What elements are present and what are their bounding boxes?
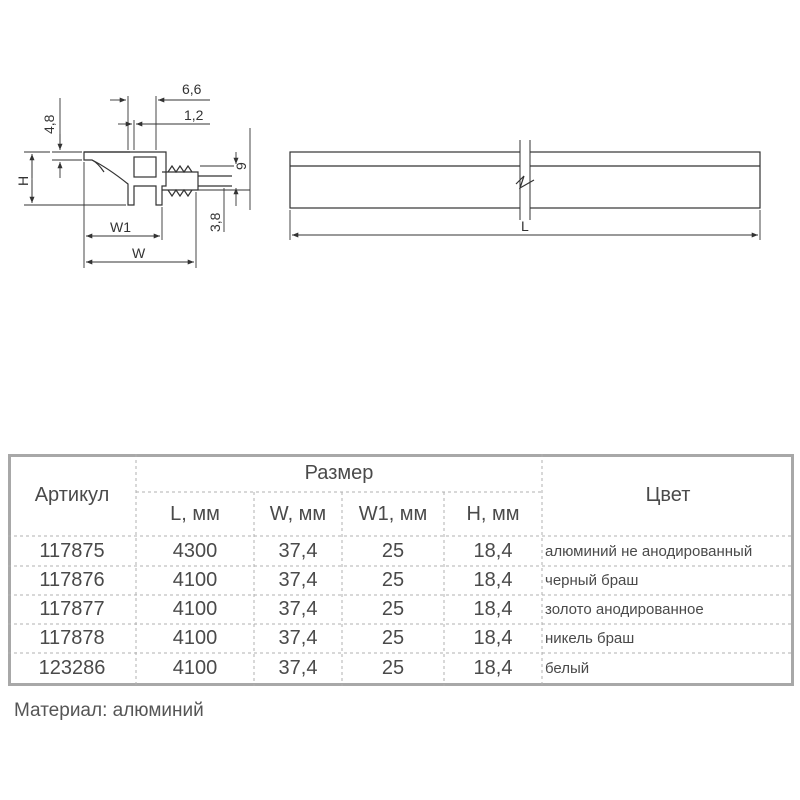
table-grid bbox=[8, 454, 794, 686]
cell-W: 37,4 bbox=[278, 539, 318, 562]
cell-article: 117876 bbox=[39, 569, 105, 591]
cell-article: 117877 bbox=[39, 598, 105, 620]
cell-color: золото анодированное bbox=[545, 601, 704, 618]
cell-H: 18,4 bbox=[473, 539, 513, 562]
header-H: H, мм bbox=[466, 502, 520, 525]
header-article: Артикул bbox=[34, 483, 110, 506]
cell-color: черный браш bbox=[545, 572, 639, 589]
cell-color: алюминий не анодированный bbox=[545, 542, 753, 560]
cell-W1: 25 bbox=[381, 598, 405, 620]
cell-L: 4100 bbox=[172, 598, 218, 620]
cell-H: 18,4 bbox=[473, 569, 513, 591]
cell-H: 18,4 bbox=[473, 598, 513, 620]
profile-dimensions bbox=[24, 96, 251, 268]
cell-L: 4100 bbox=[172, 569, 218, 591]
cell-L: 4300 bbox=[172, 539, 218, 562]
profile-side-view bbox=[289, 140, 761, 220]
profile-dimension-labels: 6,6 1,2 4,8 H 9 3,8 W1 W bbox=[15, 81, 249, 261]
cell-W1: 25 bbox=[381, 569, 405, 591]
dim-4-8-label: 4,8 bbox=[41, 114, 57, 134]
dim-W-label: W bbox=[132, 245, 146, 261]
cell-article: 117878 bbox=[39, 627, 105, 649]
cell-W: 37,4 bbox=[278, 569, 318, 591]
dim-3-8-label: 3,8 bbox=[207, 212, 223, 232]
cell-color: белый bbox=[545, 660, 590, 677]
cell-W: 37,4 bbox=[278, 657, 318, 679]
header-size: Размер bbox=[304, 461, 374, 484]
cell-W: 37,4 bbox=[278, 598, 318, 620]
cell-H: 18,4 bbox=[473, 627, 513, 649]
material-note: Материал: алюминий bbox=[14, 700, 204, 721]
cell-L: 4100 bbox=[172, 657, 218, 679]
dim-H-label: H bbox=[15, 176, 31, 186]
cell-L: 4100 bbox=[172, 627, 218, 649]
cell-W1: 25 bbox=[381, 539, 405, 562]
dim-9-label: 9 bbox=[233, 162, 249, 170]
spec-table: Артикул Размер Цвет L, мм W, мм W1, мм H… bbox=[8, 454, 794, 686]
header-W1: W1, мм bbox=[358, 502, 428, 525]
cell-color: никель браш bbox=[545, 630, 635, 647]
dim-W1-label: W1 bbox=[110, 219, 131, 235]
technical-drawing: 6,6 1,2 4,8 H 9 3,8 W1 W L bbox=[15, 81, 761, 268]
cell-H: 18,4 bbox=[473, 657, 513, 679]
cell-W1: 25 bbox=[381, 627, 405, 649]
cell-article: 123286 bbox=[38, 657, 106, 679]
dim-1-2-label: 1,2 bbox=[184, 107, 204, 123]
cell-W: 37,4 bbox=[278, 627, 318, 649]
cell-article: 117875 bbox=[39, 539, 105, 562]
cell-W1: 25 bbox=[381, 657, 405, 679]
dim-L-label: L bbox=[521, 218, 529, 234]
header-L: L, мм bbox=[170, 502, 220, 525]
dim-6-6-label: 6,6 bbox=[182, 81, 202, 97]
header-W: W, мм bbox=[269, 502, 327, 525]
length-dimension bbox=[289, 210, 761, 240]
header-color: Цвет bbox=[645, 483, 691, 506]
profile-cross-section bbox=[83, 151, 232, 206]
